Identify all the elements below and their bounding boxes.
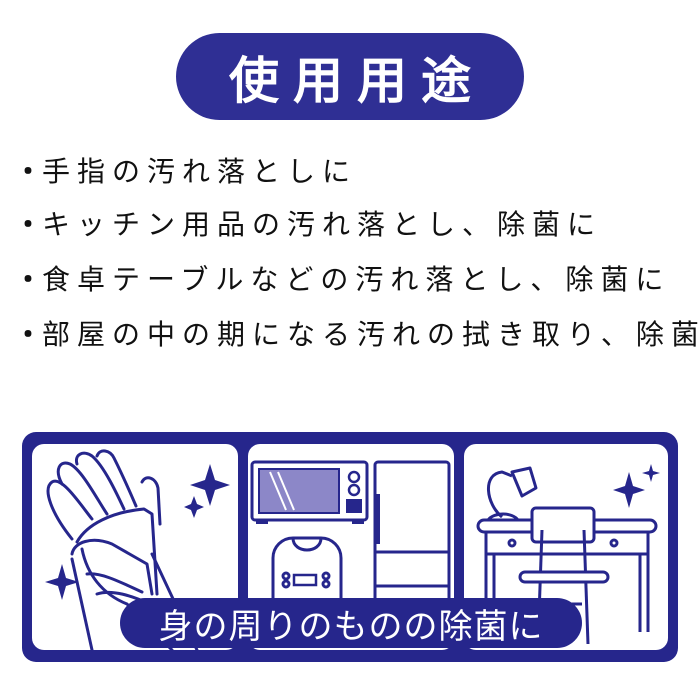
usage-item: ・ キッチン用品の汚れ落とし、除菌に (14, 203, 602, 243)
usage-item-text: 部屋の中の期になる汚れの拭き取り、除菌に (42, 318, 700, 351)
bullet: ・ (14, 263, 50, 296)
desk-lamp-icon (486, 466, 538, 522)
desk-chair-icon (476, 464, 660, 645)
bullet: ・ (14, 155, 50, 188)
usage-item: ・ 手指の汚れ落としに (14, 150, 357, 190)
page-title: 使用用途 (229, 51, 485, 110)
title-pill: 使用用途 (176, 33, 524, 120)
sparkle-icon (613, 464, 660, 508)
sparkle-icon (45, 464, 230, 600)
refrigerator-icon (373, 460, 451, 624)
usage-item-text: キッチン用品の汚れ落とし、除菌に (42, 208, 603, 241)
usage-item: ・ 部屋の中の期になる汚れの拭き取り、除菌に (14, 313, 700, 353)
illustration-panel: 身の周りのものの除菌に (22, 432, 678, 662)
bullet: ・ (14, 208, 50, 241)
caption-pill: 身の周りのものの除菌に (120, 598, 582, 648)
caption-text: 身の周りのものの除菌に (158, 606, 544, 647)
microwave-icon (250, 460, 369, 524)
usage-item: ・ 食卓テーブルなどの汚れ落とし、除菌に (14, 258, 670, 298)
bullet: ・ (14, 318, 50, 351)
usage-item-text: 手指の汚れ落としに (42, 155, 358, 188)
usage-item-text: 食卓テーブルなどの汚れ落とし、除菌に (42, 263, 671, 296)
